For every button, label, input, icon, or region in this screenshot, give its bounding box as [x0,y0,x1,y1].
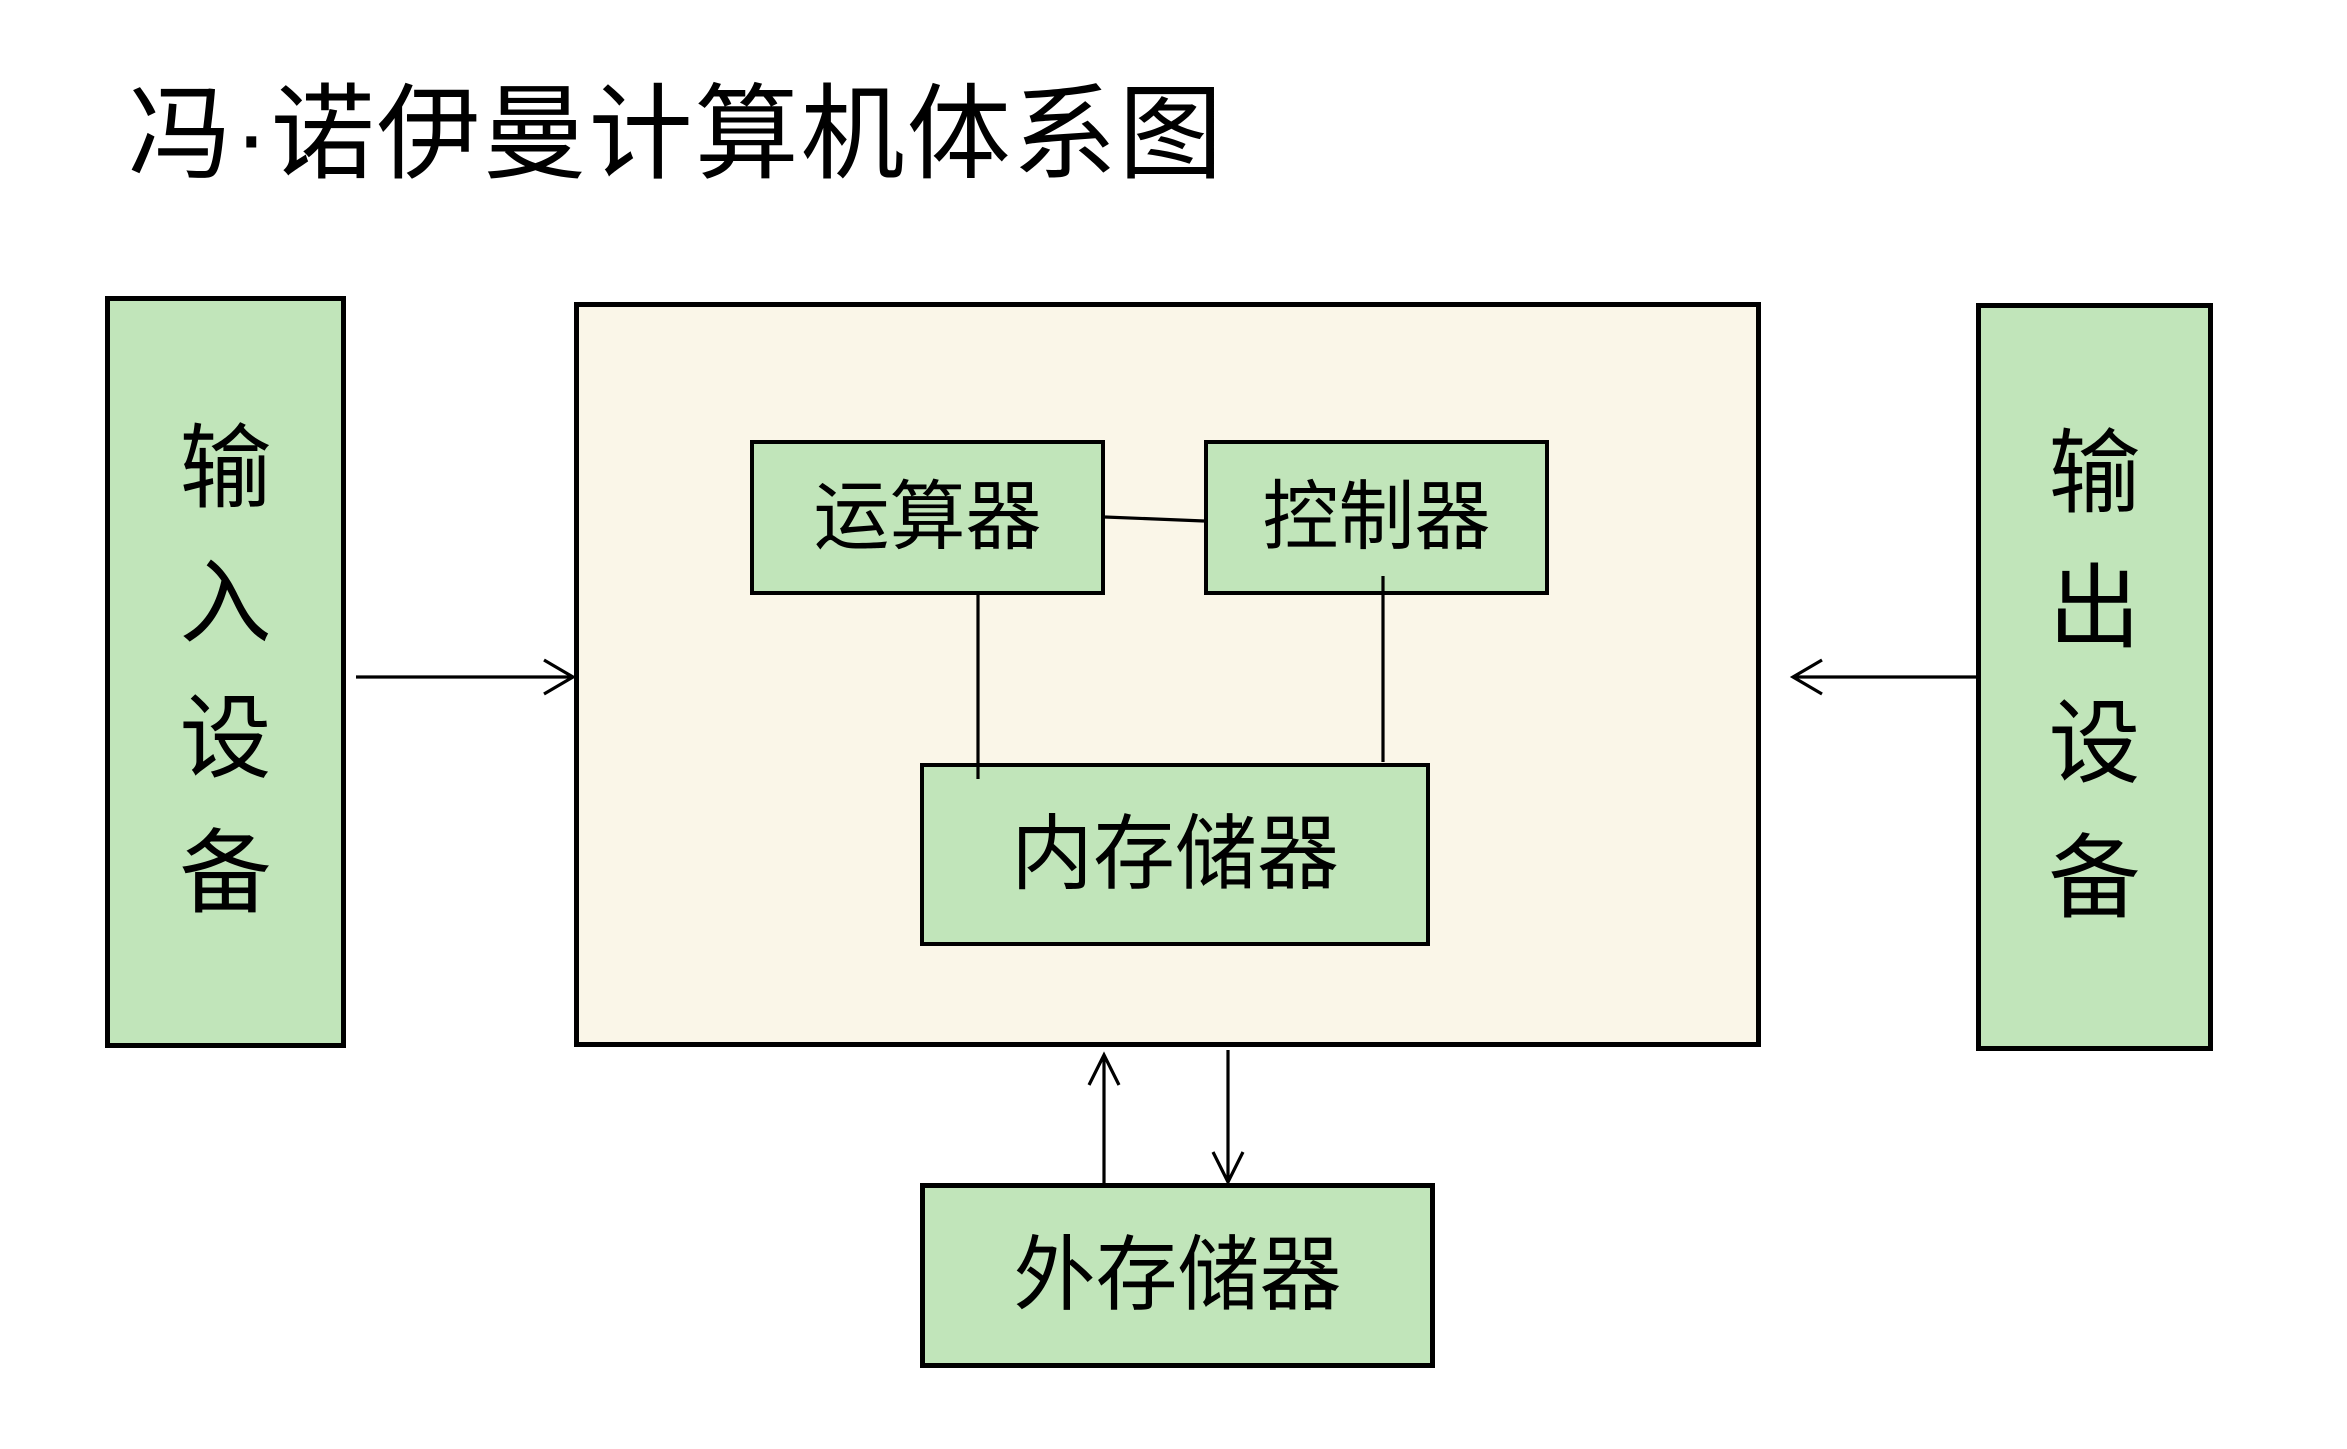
output-device-label: 输出设备 [2048,422,2141,931]
node-external-memory: 外存储器 [920,1183,1435,1368]
edge-input-to-host-arrow [356,658,577,696]
control-unit-label: 控制器 [1262,474,1491,560]
node-main-memory: 内存储器 [920,763,1430,946]
diagram-title: 冯·诺伊曼计算机体系图 [128,77,1225,193]
edge-external-to-host-arrow [1087,1051,1121,1183]
arithmetic-unit-label: 运算器 [813,474,1042,560]
edge-host-to-external-arrow [1211,1050,1245,1186]
main-memory-label: 内存储器 [1010,808,1339,900]
edge-output-to-host-arrow [1789,658,1977,696]
input-device-label: 输入设备 [179,417,272,926]
external-memory-label: 外存储器 [1013,1229,1342,1321]
node-arithmetic-unit: 运算器 [750,440,1105,595]
node-output-device: 输出设备 [1976,303,2213,1051]
node-input-device: 输入设备 [105,296,346,1048]
node-control-unit: 控制器 [1204,440,1549,595]
